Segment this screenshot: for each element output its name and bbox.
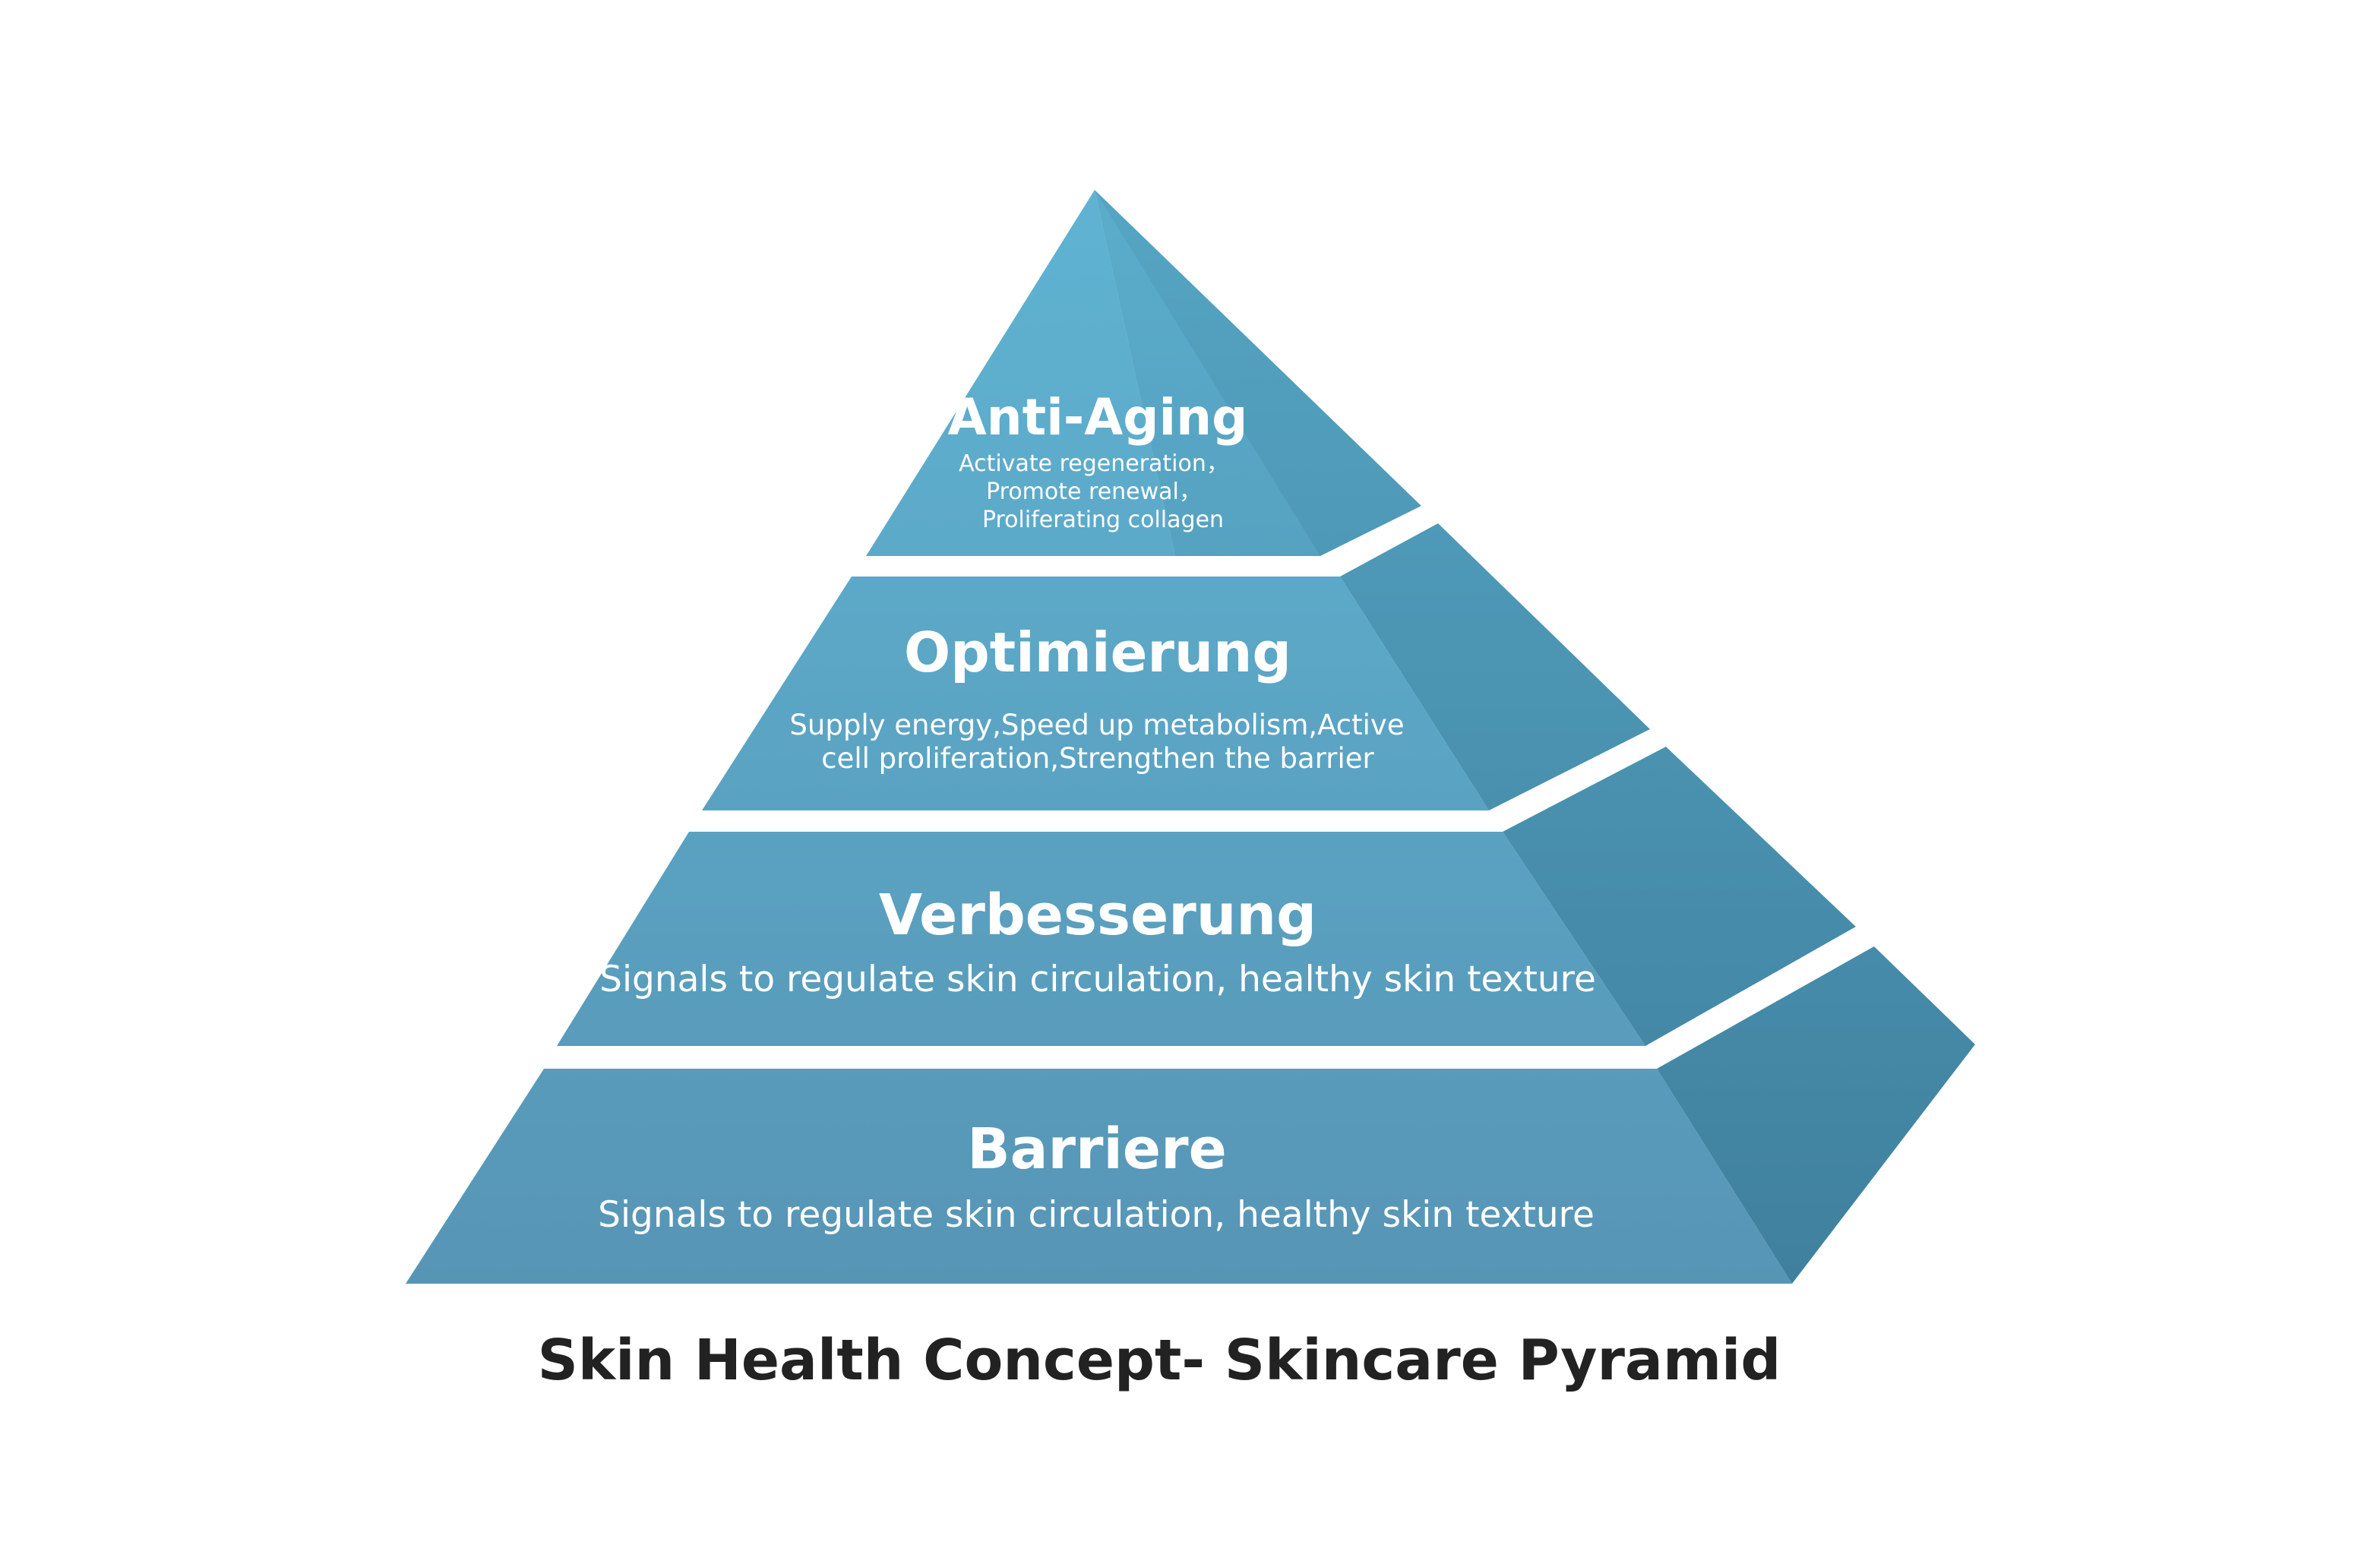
level-optimierung: Optimierung Supply energy,Speed up metab… — [702, 523, 1650, 810]
level-optimierung-title: Optimierung — [904, 621, 1291, 684]
level-anti-aging-title: Anti-Aging — [948, 388, 1248, 447]
level-anti-aging-line-3: Proliferating collagen — [982, 507, 1224, 533]
level-optimierung-side — [1340, 523, 1650, 810]
level-barriere-title: Barriere — [967, 1117, 1227, 1182]
level-anti-aging-line-1: Activate regeneration， — [959, 450, 1229, 477]
level-verbesserung-side — [1503, 747, 1856, 1046]
level-verbesserung-line-1: Signals to regulate skin circulation, he… — [599, 959, 1596, 1000]
level-barriere-front — [406, 1069, 1792, 1284]
level-optimierung-front — [702, 577, 1489, 810]
level-optimierung-line-2: cell proliferation,Strengthen the barrie… — [821, 742, 1374, 775]
level-anti-aging: Anti-Aging Activate regeneration， Promot… — [866, 190, 1421, 556]
level-barriere-line-1: Signals to regulate skin circulation, he… — [598, 1194, 1595, 1236]
level-optimierung-line-1: Supply energy,Speed up metabolism,Active — [789, 709, 1404, 741]
level-barriere-side — [1657, 946, 1975, 1284]
level-verbesserung: Verbesserung Signals to regulate skin ci… — [557, 747, 1856, 1046]
level-verbesserung-front — [557, 832, 1645, 1046]
level-barriere: Barriere Signals to regulate skin circul… — [406, 946, 1975, 1284]
level-anti-aging-line-2: Promote renewal， — [986, 479, 1202, 505]
level-verbesserung-title: Verbesserung — [879, 883, 1316, 948]
level-anti-aging-front-edge — [1095, 190, 1320, 556]
diagram-caption: Skin Health Concept- Skincare Pyramid — [538, 1328, 1781, 1393]
level-anti-aging-front — [866, 190, 1175, 556]
